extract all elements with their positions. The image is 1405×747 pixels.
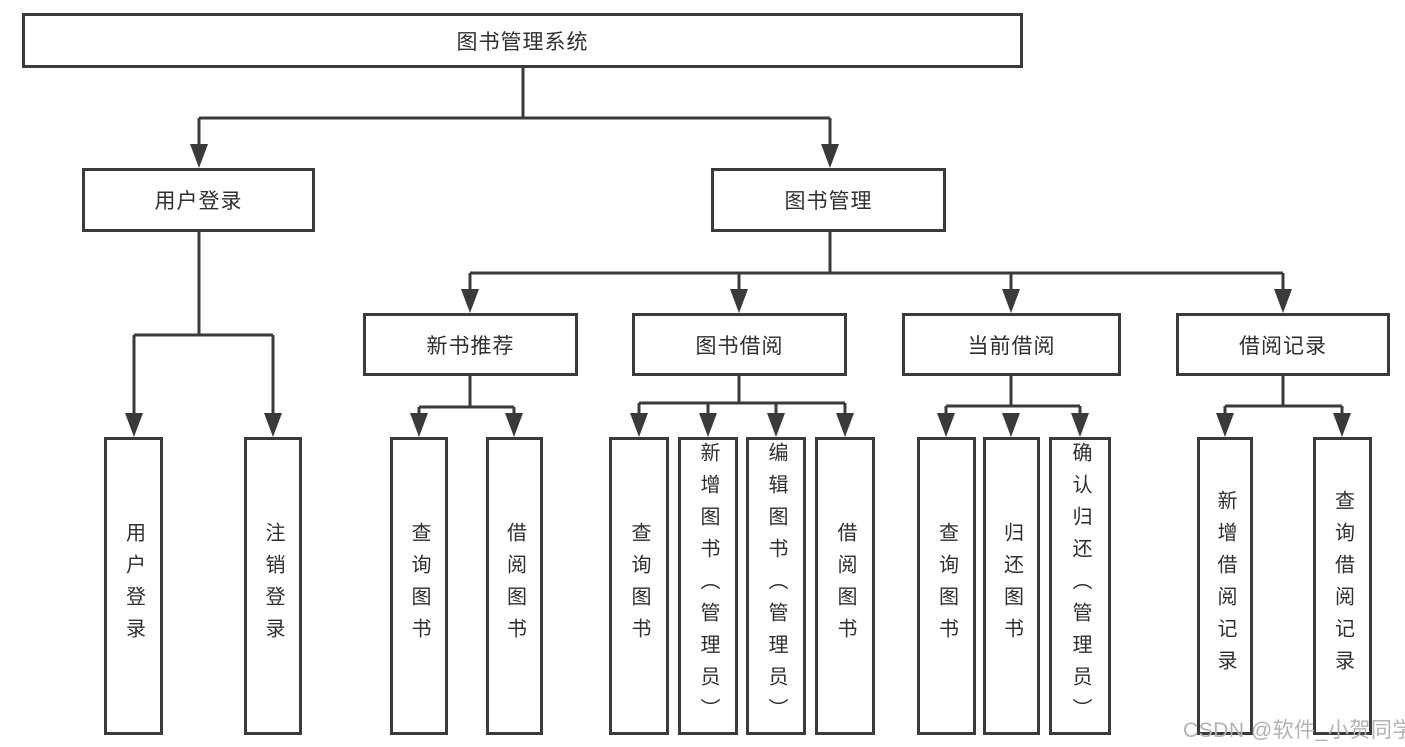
node-borrowing-records: 借阅记录 bbox=[1176, 313, 1390, 376]
leaf-add-books-admin: 新增图书（管理员） bbox=[678, 437, 738, 735]
leaf-add-borrow-record: 新增借阅记录 bbox=[1197, 437, 1253, 735]
node-book-borrowing: 图书借阅 bbox=[632, 313, 847, 376]
node-root: 图书管理系统 bbox=[22, 13, 1023, 68]
leaf-confirm-return-admin: 确认归还（管理员） bbox=[1049, 437, 1111, 735]
leaf-user-login: 用户登录 bbox=[104, 437, 163, 735]
leaf-return-books: 归还图书 bbox=[983, 437, 1040, 735]
leaf-borrow-books-recommend: 借阅图书 bbox=[486, 437, 543, 735]
leaf-query-books-current: 查询图书 bbox=[917, 437, 976, 735]
leaf-query-books-borrowing: 查询图书 bbox=[609, 437, 669, 735]
leaf-borrow-books: 借阅图书 bbox=[815, 437, 875, 735]
node-book-management: 图书管理 bbox=[711, 168, 946, 232]
leaf-edit-books-admin: 编辑图书（管理员） bbox=[746, 437, 806, 735]
arrowheads bbox=[125, 144, 1351, 437]
node-new-book-recommend: 新书推荐 bbox=[363, 313, 578, 376]
leaf-query-borrow-record: 查询借阅记录 bbox=[1313, 437, 1372, 735]
node-user-login: 用户登录 bbox=[82, 168, 315, 232]
node-current-borrowing: 当前借阅 bbox=[902, 313, 1121, 376]
leaf-logout: 注销登录 bbox=[244, 437, 302, 735]
leaf-query-books-recommend: 查询图书 bbox=[390, 437, 448, 735]
csdn-watermark: CSDN @软件_小贺同学 bbox=[1183, 719, 1405, 742]
